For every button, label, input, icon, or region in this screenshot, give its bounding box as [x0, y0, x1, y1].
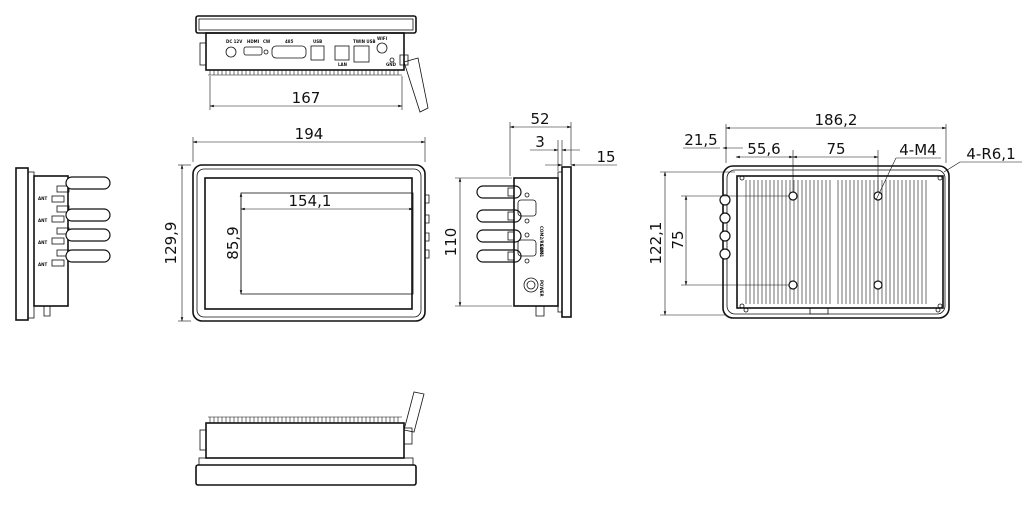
label-back-radius: 4-R6,1	[966, 145, 1015, 163]
port-label: DC 12V	[226, 39, 243, 44]
port-label: CW	[263, 39, 271, 44]
dimension-side-small: 3	[535, 133, 545, 151]
port-label: COM2/RS485	[539, 226, 544, 255]
port-label: COM1	[539, 244, 544, 257]
dimension-back-offset: 21,5	[684, 131, 717, 149]
right-side-view: COM2/RS485 COM1 POWER 52 3 15 110	[442, 110, 617, 318]
dimension-side-depth: 52	[530, 110, 549, 128]
left-side-view: ANT ANT ANT ANT	[15, 167, 111, 321]
port-label: TWIN USB	[353, 39, 376, 44]
dimension-back-hole-x: 55,6	[747, 140, 780, 158]
port-label: HDMI	[247, 39, 260, 44]
port-label: LAN	[338, 62, 347, 67]
front-view: 194 154,1 129,9 85,9	[162, 125, 430, 322]
dimension-screen-height: 85,9	[224, 226, 242, 259]
port-label: WIFI	[377, 36, 388, 41]
dimension-top-width: 167	[292, 89, 321, 107]
antenna-icon	[65, 176, 111, 263]
antenna-label: ANT	[38, 218, 47, 223]
dimension-side-bezel: 15	[596, 148, 615, 166]
top-view: DC 12V HDMI CW 485 USB LAN TWIN USB WIFI…	[195, 15, 429, 113]
port-label: POWER	[539, 280, 544, 297]
dimension-front-width: 194	[295, 125, 324, 143]
dimension-screen-width: 154,1	[289, 192, 332, 210]
antenna-icon	[719, 194, 731, 260]
antenna-icon	[476, 185, 522, 263]
back-view: 186,2 21,5 55,6 75 4-M4 4-R6,1 122,1 75	[647, 111, 1022, 319]
port-label: GND	[386, 62, 397, 67]
antenna-icon	[399, 54, 429, 113]
dimension-side-height: 110	[442, 228, 460, 257]
port-label: USB	[313, 39, 322, 44]
dimension-back-width: 186,2	[815, 111, 858, 129]
antenna-label: ANT	[38, 240, 47, 245]
dimension-back-height: 122,1	[647, 222, 665, 265]
antenna-icon	[403, 391, 425, 433]
dimension-back-hole-spacing-y: 75	[669, 230, 687, 249]
dimension-back-hole-spacing-x: 75	[826, 140, 845, 158]
label-back-thread: 4-M4	[899, 141, 936, 159]
antenna-label: ANT	[38, 196, 47, 201]
dimension-front-height: 129,9	[162, 222, 180, 265]
antenna-label: ANT	[38, 262, 47, 267]
bottom-view	[195, 391, 425, 486]
port-label: 485	[285, 39, 294, 44]
